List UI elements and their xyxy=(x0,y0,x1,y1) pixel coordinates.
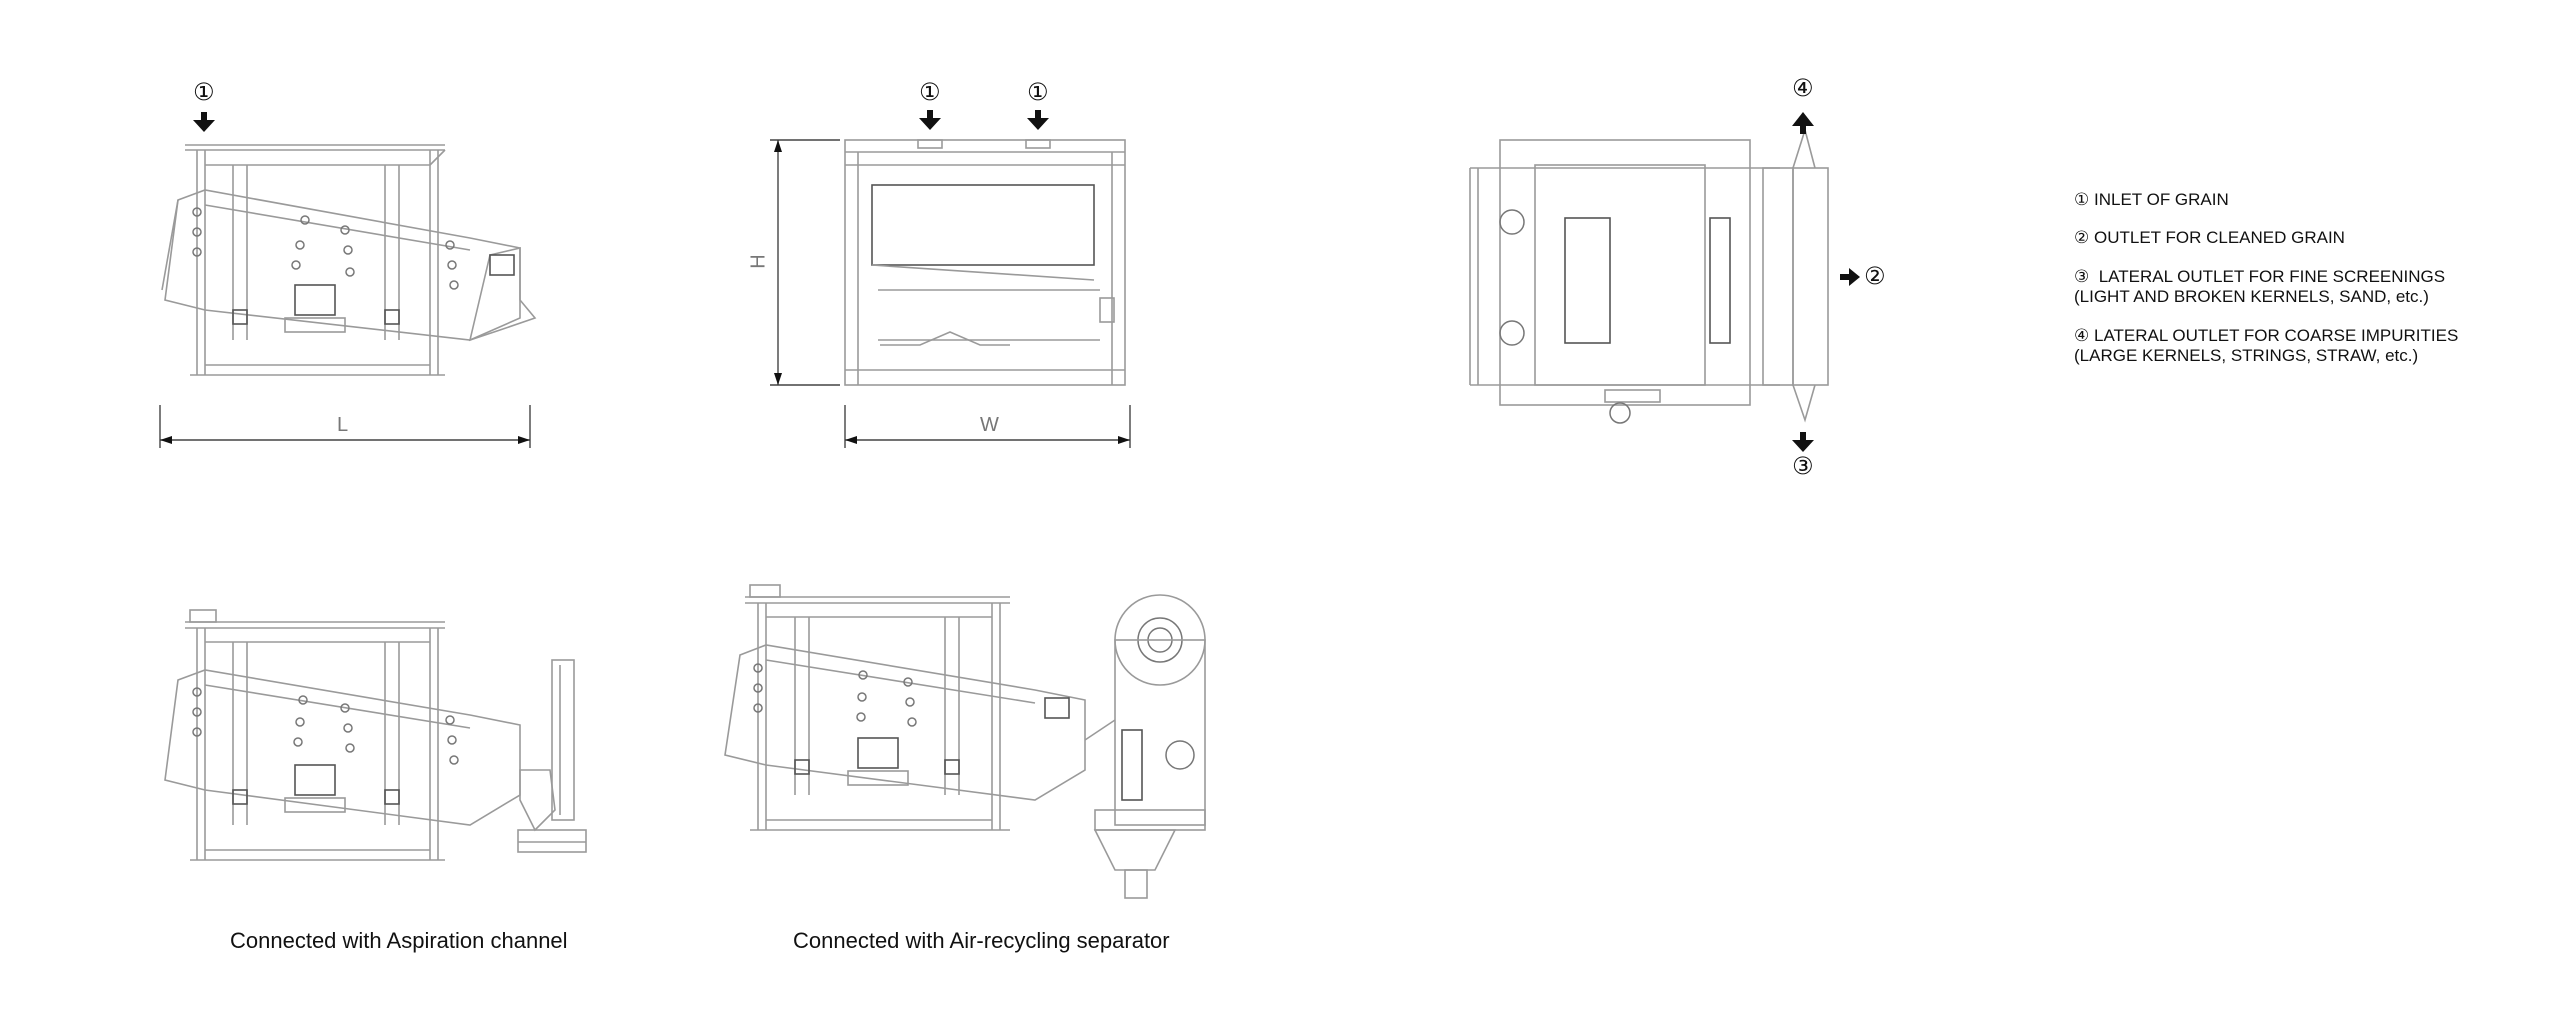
top-view-outlet-2-marker: ② xyxy=(1864,262,1886,290)
legend-item-text: LATERAL OUTLET FOR FINE SCREENINGS xyxy=(2094,266,2446,286)
width-dimension-label: W xyxy=(980,414,999,436)
legend-item-number: ② xyxy=(2074,228,2090,248)
legend-item-number: ④ xyxy=(2074,325,2090,345)
front-view-drawing xyxy=(770,110,1131,448)
side-view-inlet-marker: ① xyxy=(193,78,215,106)
front-view-inlet-left-marker: ① xyxy=(919,78,941,106)
height-dimension-label: H xyxy=(747,254,770,269)
length-dimension-label: L xyxy=(337,414,349,436)
top-view-outlet-3-marker: ③ xyxy=(1792,452,1814,480)
air-recycling-caption: Connected with Air-recycling separator xyxy=(793,928,1170,953)
legend-item-subtext: (LARGE KERNELS, STRINGS, STRAW, etc.) xyxy=(2074,345,2419,365)
aspiration-channel-caption: Connected with Aspiration channel xyxy=(230,928,568,953)
aspiration-channel-drawing xyxy=(164,609,587,861)
legend-item-text: LATERAL OUTLET FOR COARSE IMPURITIES xyxy=(2094,325,2459,345)
top-view-outlet-4-marker: ④ xyxy=(1792,74,1814,102)
top-view-drawing xyxy=(1469,112,1860,452)
air-recycling-separator-drawing xyxy=(724,584,1206,899)
legend-item-fine-screenings: ③ LATERAL OUTLET FOR FINE SCREENINGS (LI… xyxy=(2074,267,2458,308)
legend-item-number: ① xyxy=(2074,190,2090,209)
legend-item-number: ③ xyxy=(2074,266,2090,286)
front-view-inlet-right-marker: ① xyxy=(1027,78,1049,106)
legend-item-subtext: (LIGHT AND BROKEN KERNELS, SAND, etc.) xyxy=(2074,287,2429,307)
legend-item-text: OUTLET FOR CLEANED GRAIN xyxy=(2094,228,2345,248)
side-view-drawing xyxy=(159,112,537,448)
legend-item-text: INLET OF GRAIN xyxy=(2094,190,2229,209)
